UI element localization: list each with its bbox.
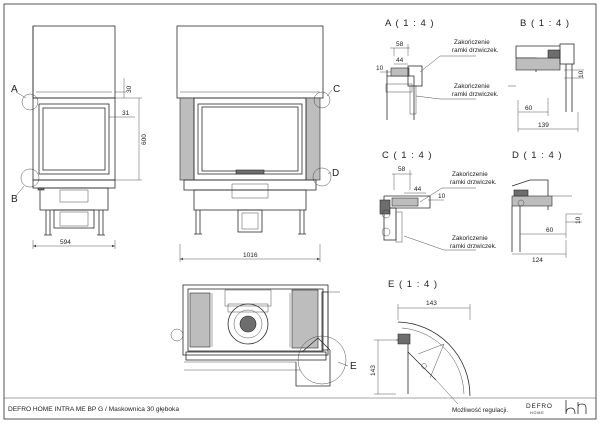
front-dim-31: 31	[122, 110, 130, 117]
detail-b: B ( 1 : 4 ) 10 60 139	[508, 18, 585, 132]
detail-b-title: B ( 1 : 4 )	[520, 18, 570, 29]
detail-a-dim-44: 44	[396, 57, 404, 64]
marker-a: A	[11, 84, 18, 95]
sheet-border	[3, 3, 597, 420]
detail-d: D ( 1 : 4 ) 10 60 124	[511, 150, 582, 264]
marker-d: D	[332, 168, 339, 179]
detail-c-title: C ( 1 : 4 )	[382, 150, 433, 161]
detail-c-dim-10: 10	[438, 193, 446, 200]
plan-view: E	[170, 284, 357, 387]
main-left-panel	[179, 97, 195, 181]
front-view: 594 600 30 31 A B	[11, 25, 148, 249]
detail-circle-a	[21, 93, 39, 111]
defro-logo: DEFRO HOME	[526, 400, 587, 415]
detail-c-note-2: ramki drzwiczek.	[450, 179, 497, 186]
detail-c-note-1: Zakończenie	[452, 171, 488, 178]
title-caption: DEFRO HOME INTRA ME BP G / Maskownica 30…	[8, 406, 179, 413]
detail-circle-b	[20, 168, 40, 188]
detail-circle-c	[313, 91, 331, 109]
detail-d-dim-10: 10	[575, 216, 582, 224]
front-dim-30: 30	[126, 85, 133, 93]
detail-a-dim-10: 10	[376, 65, 384, 72]
detail-c-note-4: ramki drzwiczek.	[450, 243, 497, 250]
detail-c-note-3: Zakończenie	[452, 235, 488, 242]
detail-e: E ( 1 : 4 ) 143 143 Możliwość regulacji.	[370, 279, 508, 414]
detail-c-dim-58: 58	[398, 166, 406, 173]
marker-c: C	[333, 84, 340, 95]
front-height-dim: 600	[141, 134, 148, 145]
main-chimney-box	[176, 25, 324, 99]
marker-e: E	[350, 361, 357, 372]
main-width-dim: 1016	[243, 252, 258, 259]
detail-d-title: D ( 1 : 4 )	[512, 150, 563, 161]
detail-a: A ( 1 : 4 ) 58 44 10 Zakończenie ramki d…	[376, 18, 499, 120]
logo-text: DEFRO	[526, 403, 553, 410]
main-handle	[235, 169, 265, 175]
detail-e-dim-143-top: 143	[426, 300, 437, 307]
detail-a-note-4: ramki drzwiczek.	[452, 91, 499, 98]
detail-a-note-2: ramki drzwiczek.	[452, 47, 499, 54]
marker-b: B	[11, 194, 18, 205]
detail-a-note-3: Zakończenie	[454, 83, 490, 90]
detail-b-dim-139: 139	[538, 122, 549, 129]
logo-mark-icon	[565, 400, 587, 415]
detail-e-dim-143-side: 143	[370, 365, 377, 376]
detail-a-dim-58: 58	[396, 41, 404, 48]
detail-e-note: Możliwość regulacji.	[452, 407, 508, 414]
detail-b-dim-60: 60	[525, 105, 533, 112]
main-view: 1016 C D	[176, 25, 340, 262]
detail-c: C ( 1 : 4 ) 58 44 10 Zakończenie ramki d…	[379, 150, 497, 251]
main-glass	[201, 106, 299, 172]
detail-e-title: E ( 1 : 4 )	[388, 279, 438, 290]
front-glass	[42, 107, 106, 171]
detail-a-note-1: Zakończenie	[454, 39, 490, 46]
front-width-dim: 594	[60, 239, 71, 246]
detail-d-dim-124: 124	[532, 257, 543, 264]
detail-circle-d	[312, 167, 332, 187]
detail-c-dim-44: 44	[414, 186, 422, 193]
detail-d-dim-60: 60	[546, 227, 554, 234]
main-right-panel	[305, 97, 321, 181]
front-chimney-box	[32, 25, 116, 99]
detail-b-dim-10: 10	[578, 70, 585, 78]
logo-sub: HOME	[530, 411, 545, 415]
detail-a-title: A ( 1 : 4 )	[385, 18, 435, 29]
